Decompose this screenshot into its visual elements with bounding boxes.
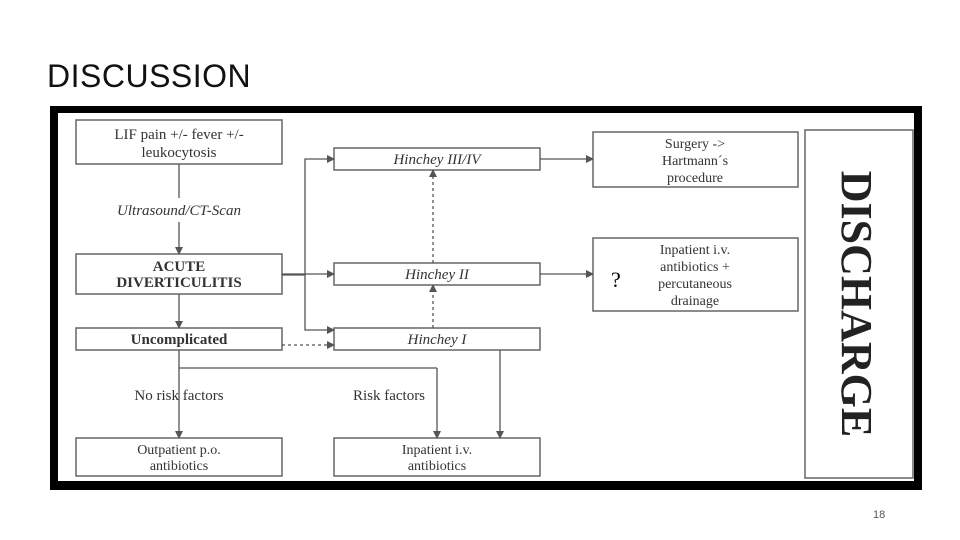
hinchey-1-label: Hinchey I [407, 332, 468, 348]
arrow-to-hinchey-1 [304, 275, 335, 334]
outpatient-box [75, 437, 283, 477]
outpatient-line-1: Outpatient p.o. [137, 443, 221, 458]
hinchey-1-box [333, 327, 541, 351]
risk-label: Risk factors [353, 388, 425, 404]
diagnosis-line-1: ACUTE [153, 259, 206, 275]
inpatient-box [333, 437, 541, 477]
surgery-line-3: procedure [667, 171, 723, 186]
arrow-to-hinchey-3-4 [282, 155, 335, 276]
discharge-label: DISCHARGE [832, 171, 881, 438]
hinchey-2-label: Hinchey II [404, 267, 470, 283]
diagnosis-line-2: DIVERTICULITIS [116, 275, 241, 291]
uncomplicated-label: Uncomplicated [131, 332, 228, 348]
no-risk-label: No risk factors [134, 388, 223, 404]
drainage-line-3: percutaneous [658, 277, 732, 292]
outpatient-line-2: antibiotics [150, 459, 208, 474]
discharge-box [804, 129, 914, 479]
symptoms-line-2: leukocytosis [142, 145, 217, 161]
hinchey-3-4-label: Hinchey III/IV [392, 152, 482, 168]
inpatient-drainage-box [592, 237, 799, 312]
drainage-line-1: Inpatient i.v. [660, 243, 730, 258]
drainage-line-2: antibiotics + [660, 260, 730, 275]
symptoms-box [75, 119, 283, 165]
surgery-line-2: Hartmann´s [662, 154, 728, 169]
question-mark: ? [611, 267, 621, 292]
imaging-label: Ultrasound/CT-Scan [117, 203, 241, 219]
slide-title: DISCUSSION [47, 58, 252, 94]
surgery-box [592, 131, 799, 188]
page-number: 18 [873, 509, 886, 521]
surgery-line-1: Surgery -> [665, 137, 725, 152]
inpatient-line-1: Inpatient i.v. [402, 443, 472, 458]
symptoms-line-1: LIF pain +/- fever +/- [114, 127, 243, 143]
drainage-line-4: drainage [671, 294, 719, 309]
inpatient-line-2: antibiotics [408, 459, 466, 474]
